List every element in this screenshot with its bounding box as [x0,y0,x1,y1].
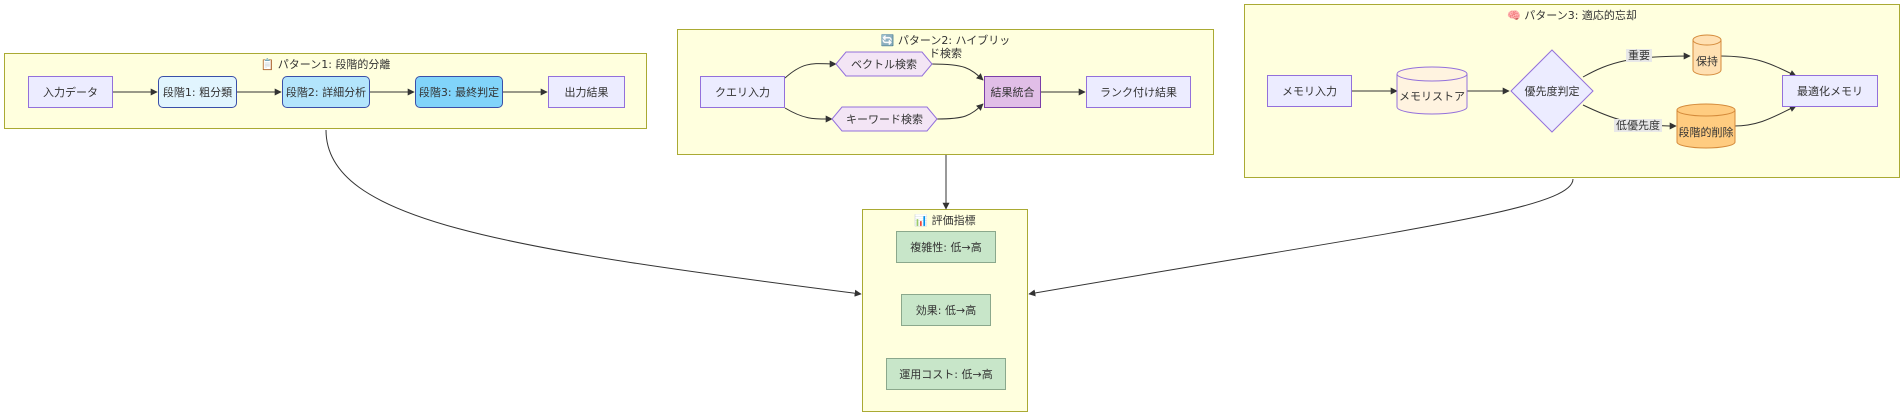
node-complexity: 複雑性: 低→高 [896,231,996,263]
edge-keyword-merge [936,103,984,120]
pattern2-title: 🔄 パターン2: ハイブリッド検索 [880,34,1011,60]
node-memory-input: メモリ入力 [1267,75,1352,107]
edge-pattern3-metrics [1028,178,1574,297]
node-input-data: 入力データ [28,76,113,108]
keyword-search-shape [831,106,938,132]
node-stage1: 段階1: 粗分類 [158,76,237,108]
node-optimized-memory: 最適化メモリ [1782,75,1878,107]
edge-pattern1-metrics [325,129,862,297]
node-stage2: 段階2: 詳細分析 [282,76,370,108]
node-stage3: 段階3: 最終判定 [415,76,503,108]
gradual-delete-shape [1676,103,1736,149]
pattern3-title: 🧠 パターン3: 適応的忘却 [1507,9,1637,22]
edge-label-important: 重要 [1626,49,1652,62]
node-keyword-search: キーワード検索 [846,113,923,126]
node-memory-store: メモリストア [1399,90,1465,103]
metrics-title: 📊 評価指標 [914,214,976,227]
priority-shape [1510,49,1594,133]
node-vector-search: ベクトル検索 [851,58,917,71]
node-merge: 結果統合 [984,76,1041,108]
edge-vector-merge [931,63,984,81]
node-priority: 優先度判定 [1524,85,1580,98]
node-ranked-result: ランク付け結果 [1086,76,1191,108]
edge-keep-optimized [1719,55,1797,77]
edge-query-keyword [784,107,833,123]
node-gradual-delete: 段階的削除 [1678,126,1734,139]
node-keep: 保持 [1696,55,1718,68]
pattern1-title: 📋 パターン1: 段階的分離 [260,58,391,71]
node-effect: 効果: 低→高 [901,294,991,326]
node-output: 出力結果 [548,76,625,108]
edge-label-low-priority: 低優先度 [1614,119,1662,132]
edge-query-vector [784,60,837,79]
node-query-input: クエリ入力 [700,76,785,108]
keep-shape [1692,34,1722,76]
memory-store-shape [1396,66,1468,115]
edge-priority-keep [1582,52,1691,78]
edge-delete-optimized [1733,105,1797,127]
vector-search-shape [835,51,933,77]
node-operation-cost: 運用コスト: 低→高 [886,358,1006,390]
